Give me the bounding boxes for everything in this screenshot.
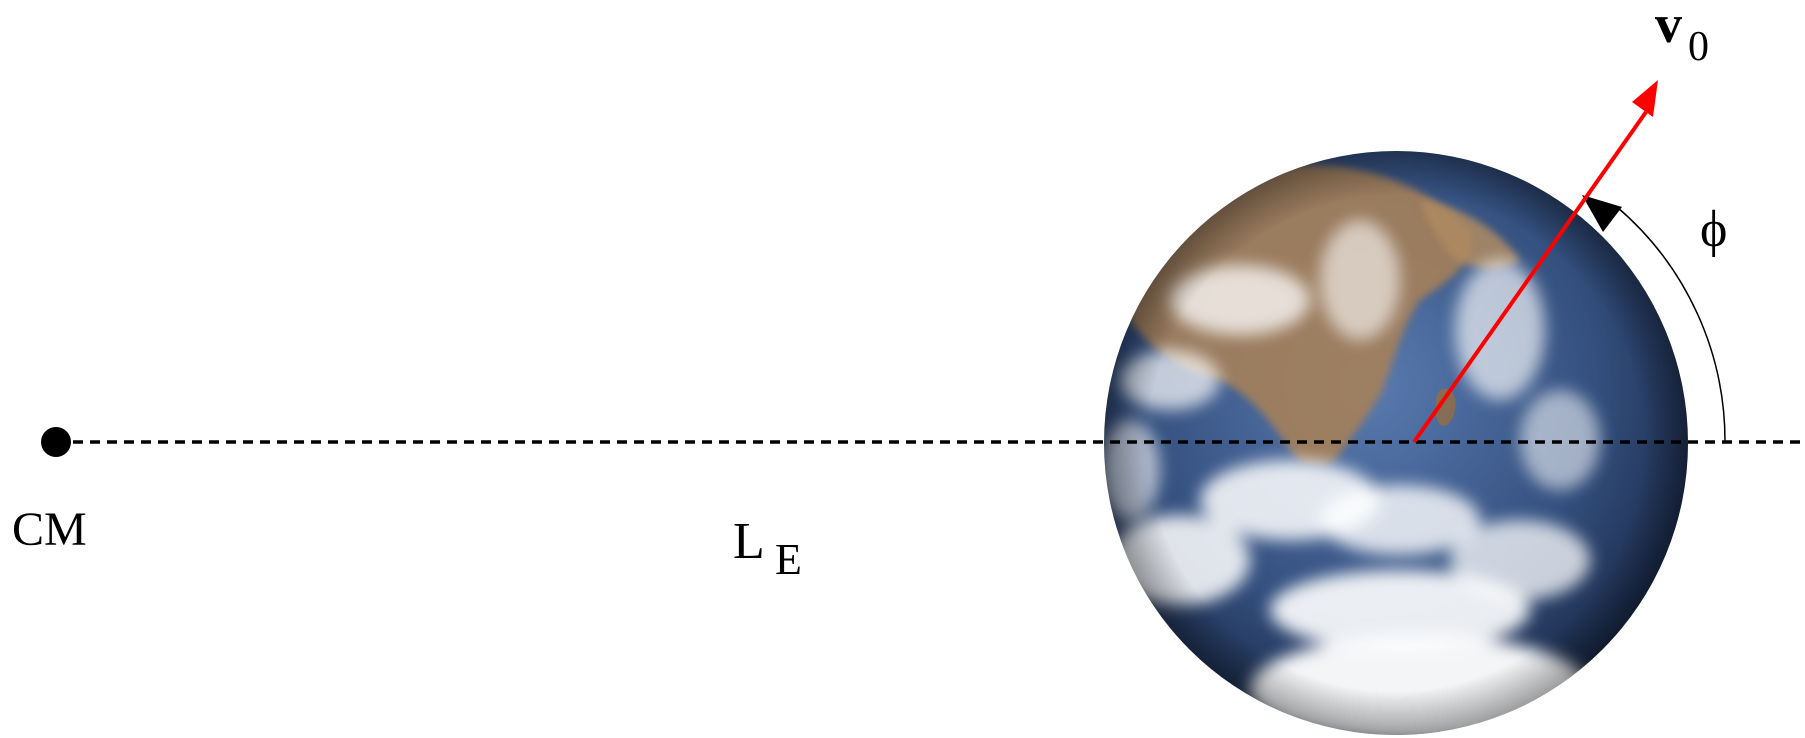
velocity-arrow (1412, 110, 1648, 444)
le-label-main: L (733, 513, 765, 570)
earth-globe-icon (1104, 151, 1688, 735)
velocity-arrowhead-icon (1632, 80, 1658, 117)
cm-label: CM (12, 503, 87, 556)
phi-label: ϕ (1700, 201, 1727, 258)
angle-arrowhead-icon (1582, 195, 1622, 232)
angle-arc (1616, 206, 1726, 443)
v0-label-sub: 0 (1688, 24, 1709, 70)
le-label-sub: E (775, 535, 802, 584)
center-of-mass-point (41, 427, 71, 457)
v0-label-main: v (1655, 0, 1682, 54)
